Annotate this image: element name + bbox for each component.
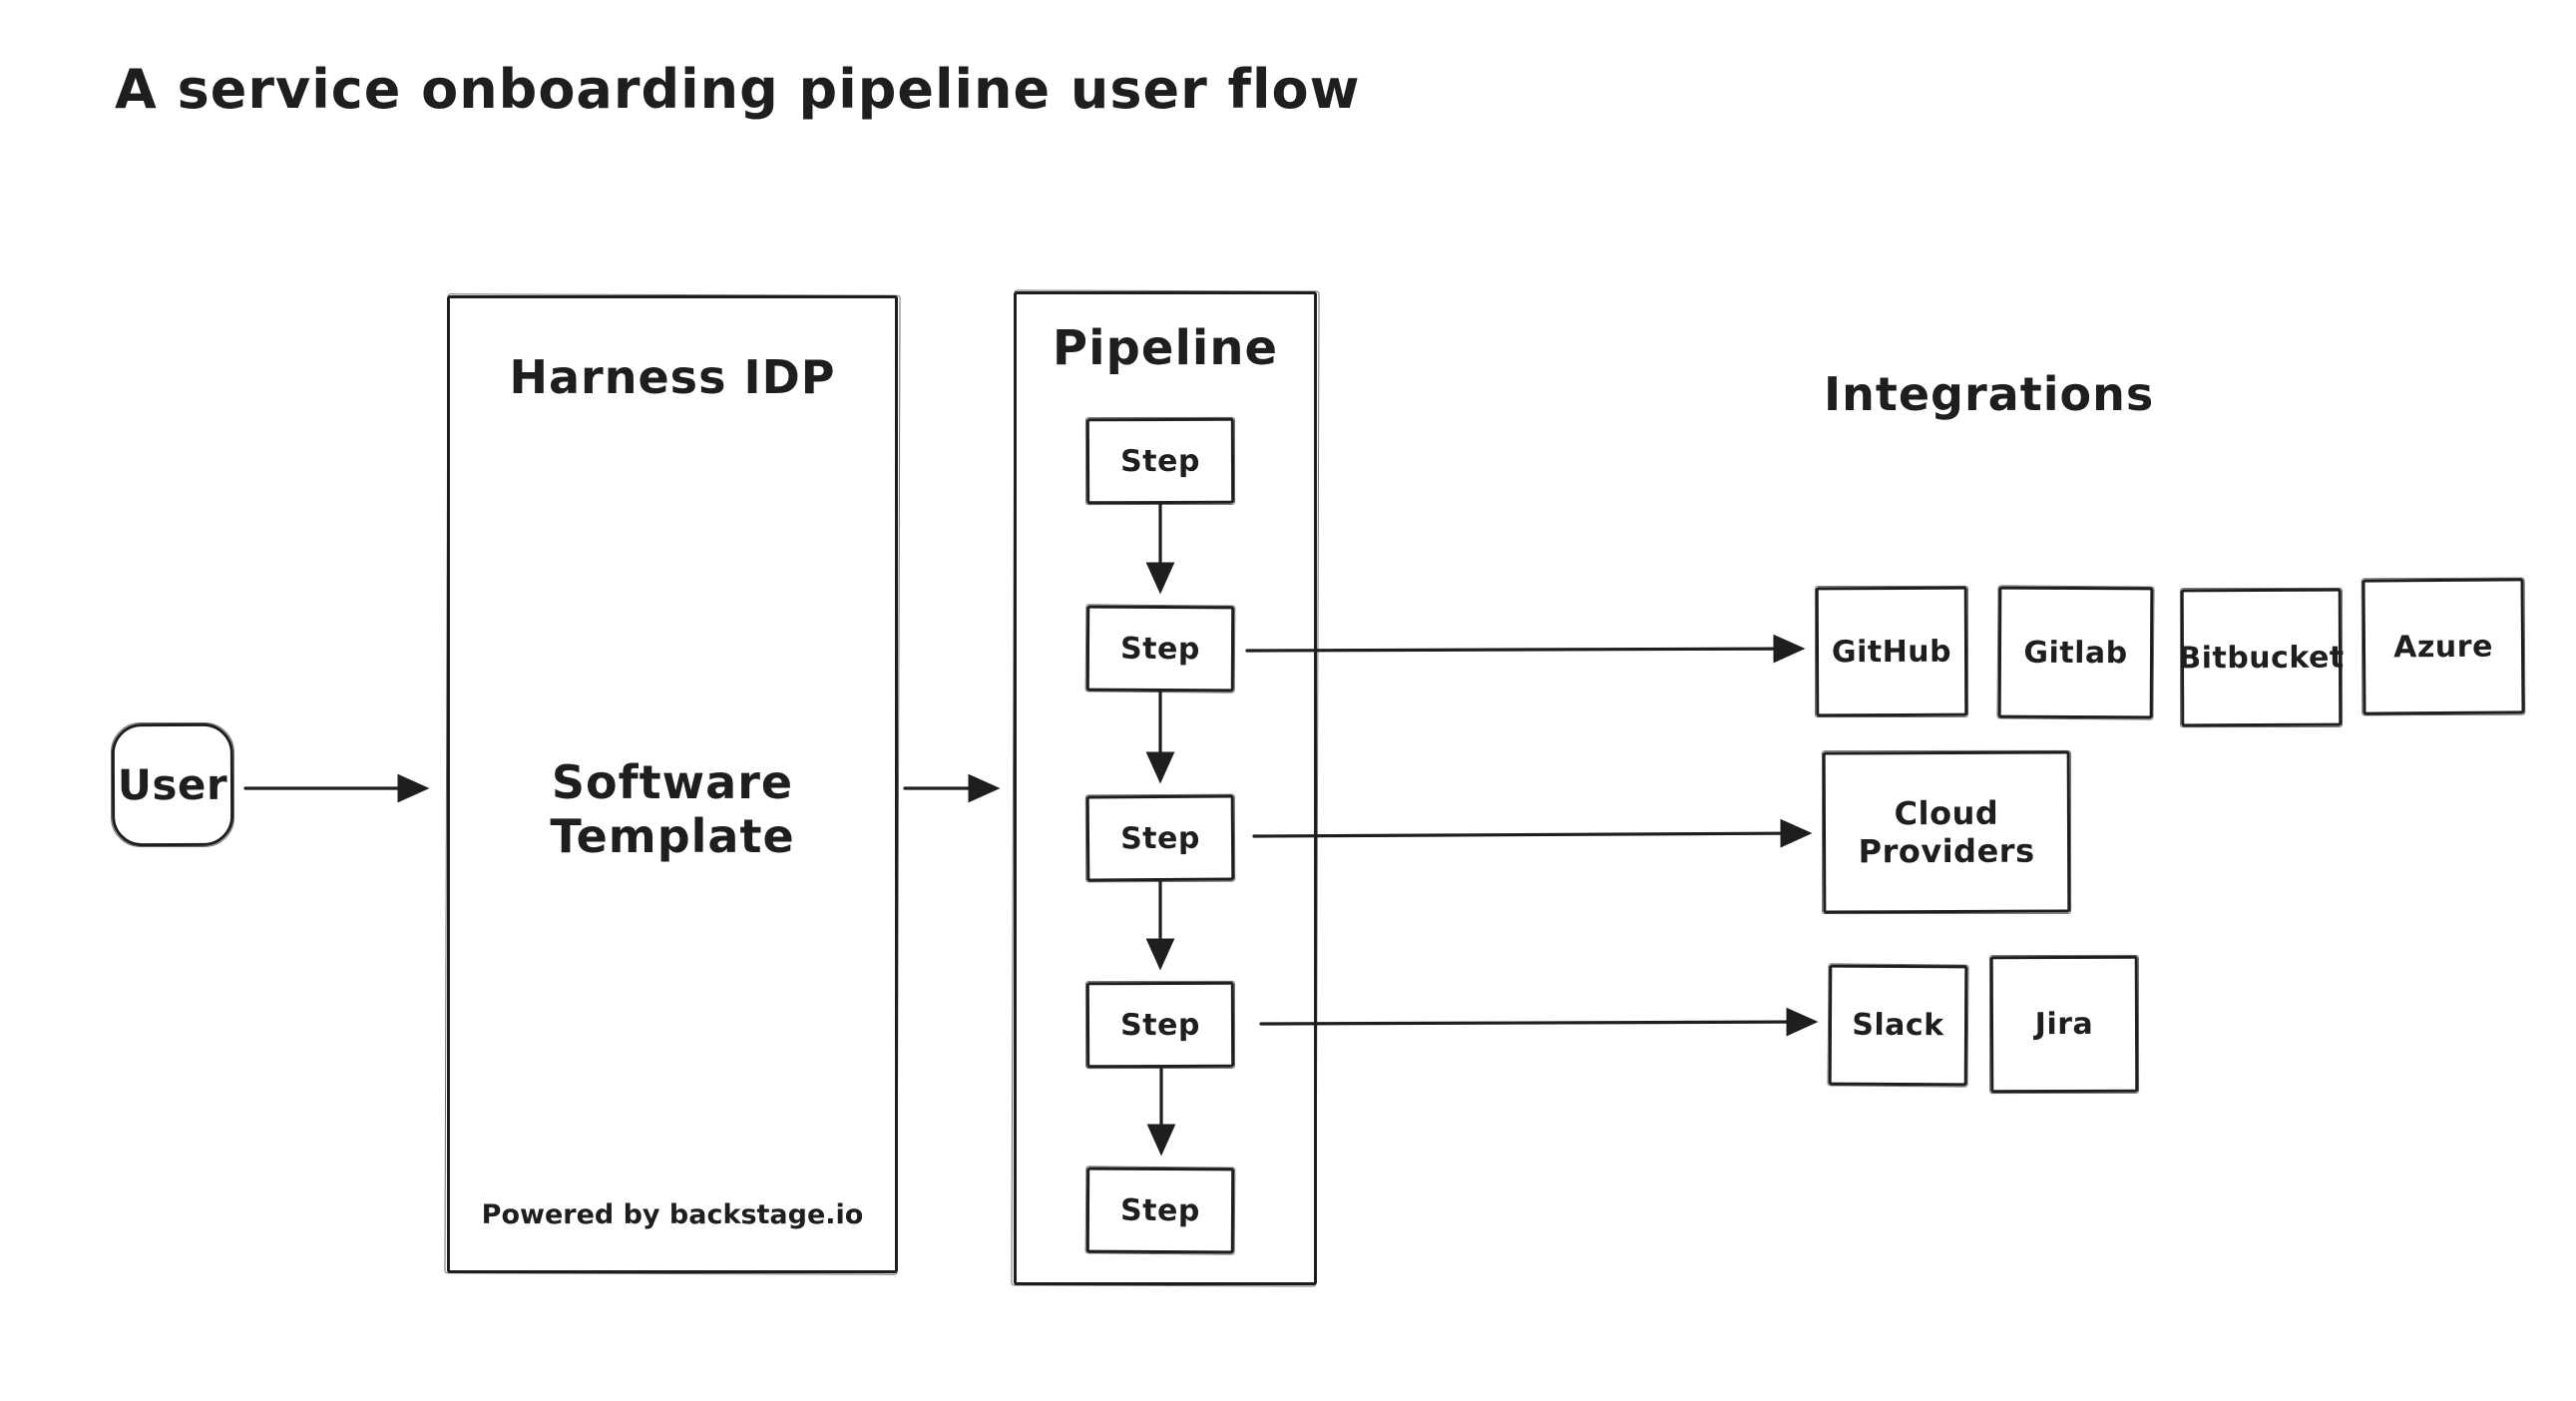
arrow-step3-to-cloud-providers — [1252, 818, 1813, 848]
cloud-providers-label: Cloud Providers — [1858, 793, 2035, 871]
step-label: Step — [1120, 1007, 1200, 1043]
bitbucket-label: Bitbucket — [2178, 640, 2345, 676]
software-template-label: Software Template — [550, 755, 795, 863]
pipeline-title: Pipeline — [1052, 320, 1279, 376]
harness-idp-title: Harness IDP — [509, 350, 836, 404]
integration-github: GitHub — [1815, 586, 1968, 717]
integration-slack: Slack — [1828, 964, 1968, 1087]
jira-label: Jira — [2034, 1006, 2094, 1043]
integrations-title: Integrations — [1824, 367, 2155, 421]
step-label: Step — [1119, 820, 1201, 856]
azure-label: Azure — [2393, 629, 2493, 665]
pipeline-container: Pipeline Step Step Step Step Step — [1014, 291, 1317, 1285]
step-label: Step — [1120, 1192, 1200, 1228]
integration-cloud-providers: Cloud Providers — [1822, 750, 2071, 914]
gitlab-label: Gitlab — [2023, 635, 2128, 671]
integration-azure: Azure — [2361, 578, 2525, 715]
pipeline-step-2: Step — [1085, 605, 1235, 693]
integration-bitbucket: Bitbucket — [2178, 588, 2345, 727]
slack-label: Slack — [1852, 1007, 1944, 1044]
powered-by-backstage-label: Powered by backstage.io — [481, 1199, 864, 1230]
user-node: User — [111, 722, 234, 847]
harness-idp-container: Harness IDP Software Template Powered by… — [447, 295, 898, 1273]
arrow-step2-to-github — [1245, 634, 1806, 664]
step-label: Step — [1120, 631, 1200, 667]
integration-gitlab: Gitlab — [1997, 586, 2154, 719]
integration-jira: Jira — [1989, 955, 2139, 1094]
pipeline-step-5: Step — [1085, 1167, 1235, 1254]
step-label: Step — [1120, 443, 1200, 479]
pipeline-step-4: Step — [1085, 981, 1235, 1069]
user-node-label: User — [117, 759, 228, 810]
arrow-step4-to-slack — [1259, 1007, 1819, 1037]
github-label: GitHub — [1831, 634, 1952, 670]
pipeline-step-1: Step — [1085, 417, 1235, 505]
pipeline-step-3: Step — [1085, 794, 1235, 882]
diagram-title: A service onboarding pipeline user flow — [115, 58, 1361, 121]
